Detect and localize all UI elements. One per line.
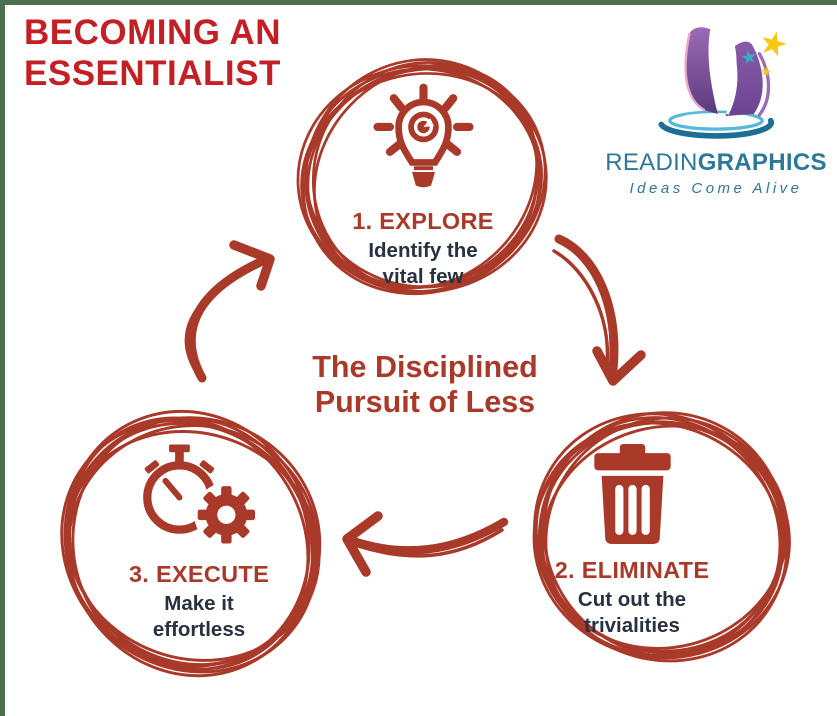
- logo-brand-regular: READIN: [605, 149, 698, 176]
- stage-circle-explore: 1. EXPLORE Identify the vital few: [286, 42, 560, 314]
- stage-desc-line: Cut out the: [577, 588, 687, 611]
- stage-label-eliminate: 2. ELIMINATE: [554, 557, 710, 583]
- stopwatch-gear-icon: [143, 444, 259, 548]
- stage-desc-line: effortless: [152, 618, 246, 641]
- stage-desc-line: vital few: [382, 265, 464, 288]
- center-caption-line2: Pursuit of Less: [314, 385, 536, 419]
- stage-desc-execute: Make it effortless: [52, 591, 346, 643]
- frame-border-top: [0, 0, 837, 5]
- center-caption: The Disciplined Pursuit of Less: [285, 350, 565, 420]
- logo-tagline: Ideas Come Alive: [629, 180, 803, 197]
- book-logo-icon: [658, 27, 790, 139]
- readinggraphics-logo: READINGRAPHICS Ideas Come Alive: [598, 16, 834, 197]
- lightbulb-icon: [372, 83, 474, 188]
- stage-label-explore: 1. EXPLORE: [352, 208, 494, 234]
- trash-icon: [593, 444, 671, 544]
- page-title: BECOMING AN ESSENTIALIST: [24, 12, 324, 94]
- frame-border-left: [0, 0, 5, 716]
- logo-brand-text: READINGRAPHICS: [598, 149, 834, 177]
- stage-circle-eliminate: 2. ELIMINATE Cut out the trivialities: [520, 392, 804, 682]
- center-caption-line1: The Disciplined: [312, 350, 538, 384]
- page-title-line1: BECOMING AN: [24, 13, 281, 52]
- page-title-line2: ESSENTIALIST: [24, 54, 281, 93]
- arrow-eliminate-to-execute: [342, 511, 509, 577]
- stage-desc-line: trivialities: [584, 614, 680, 637]
- stage-desc-explore: Identify the vital few: [286, 238, 560, 290]
- logo-brand-bold: GRAPHICS: [697, 149, 827, 176]
- stage-desc-line: Identify the: [368, 239, 478, 262]
- stage-desc-eliminate: Cut out the trivialities: [490, 587, 774, 639]
- stage-desc-line: Make it: [164, 592, 234, 615]
- arrow-execute-to-explore: [184, 240, 275, 383]
- stage-label-execute: 3. EXECUTE: [128, 561, 270, 587]
- arrow-explore-to-eliminate: [552, 234, 646, 386]
- stage-circle-execute: 3. EXECUTE Make it effortless: [44, 396, 338, 692]
